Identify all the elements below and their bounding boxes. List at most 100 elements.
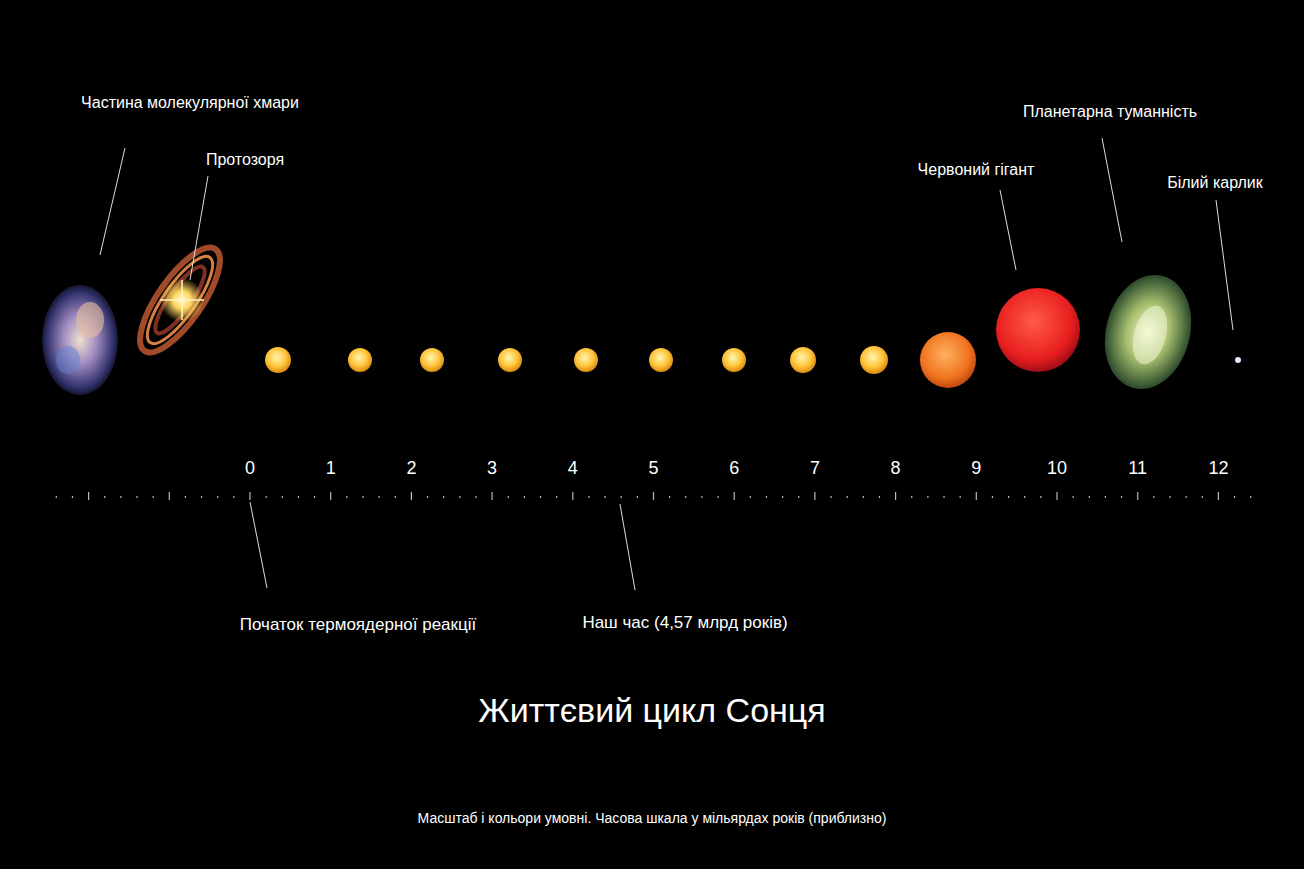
time-axis — [56, 492, 1250, 500]
axis-tick — [830, 496, 831, 498]
axis-tick — [233, 496, 234, 498]
axis-tick — [879, 496, 880, 498]
axis-tick — [798, 496, 799, 498]
axis-tick — [1056, 492, 1057, 500]
axis-tick — [362, 496, 363, 498]
axis-tick — [120, 496, 121, 498]
main-sequence-suns — [265, 346, 888, 374]
axis-tick — [556, 496, 557, 498]
axis-tick — [604, 496, 605, 498]
axis-tick — [1105, 496, 1106, 498]
axis-tick — [1250, 496, 1251, 498]
axis-tick — [411, 492, 412, 500]
axis-tick — [814, 492, 815, 500]
axis-tick — [298, 496, 299, 498]
axis-tick — [653, 492, 654, 500]
axis-tick — [750, 496, 751, 498]
axis-tick — [266, 496, 267, 498]
axis-tick — [976, 492, 977, 500]
axis-tick — [314, 496, 315, 498]
caption: Масштаб і кольори умовні. Часова шкала у… — [418, 810, 887, 826]
axis-number: 4 — [568, 458, 578, 479]
axis-tick — [540, 496, 541, 498]
axis-number: 3 — [487, 458, 497, 479]
axis-tick — [524, 496, 525, 498]
axis-number: 6 — [729, 458, 739, 479]
axis-tick — [443, 496, 444, 498]
axis-tick — [379, 496, 380, 498]
axis-tick — [459, 496, 460, 498]
axis-tick — [911, 496, 912, 498]
stage-label: Частина молекулярної хмари — [81, 94, 299, 112]
axis-tick — [1137, 492, 1138, 500]
axis-tick — [136, 496, 137, 498]
axis-number: 5 — [648, 458, 658, 479]
axis-tick — [427, 496, 428, 498]
axis-tick — [249, 492, 250, 500]
axis-tick — [1202, 496, 1203, 498]
axis-tick — [1186, 496, 1187, 498]
axis-tick — [282, 496, 283, 498]
axis-tick — [1040, 496, 1041, 498]
axis-number: 8 — [891, 458, 901, 479]
axis-tick — [1008, 496, 1009, 498]
axis-tick — [346, 496, 347, 498]
axis-number: 10 — [1047, 458, 1067, 479]
axis-tick — [1089, 496, 1090, 498]
axis-tick — [943, 496, 944, 498]
axis-number: 9 — [971, 458, 981, 479]
axis-number: 2 — [406, 458, 416, 479]
axis-tick — [508, 496, 509, 498]
axis-tick — [492, 492, 493, 500]
white-dwarf — [1235, 357, 1241, 363]
planetary-nebula — [1092, 265, 1203, 399]
axis-tick — [782, 496, 783, 498]
axis-tick — [395, 496, 396, 498]
axis-tick — [217, 496, 218, 498]
axis-tick — [72, 496, 73, 498]
callout-label: Початок термоядерної реакції — [240, 615, 476, 635]
axis-number: 0 — [245, 458, 255, 479]
axis-tick — [475, 496, 476, 498]
axis-tick — [185, 496, 186, 498]
axis-tick — [669, 496, 670, 498]
diagram-title: Життєвий цикл Сонця — [478, 691, 826, 730]
axis-number: 1 — [326, 458, 336, 479]
callout-label: Наш час (4,57 млрд років) — [582, 613, 787, 633]
axis-tick — [1073, 496, 1074, 498]
stage-label: Білий карлик — [1167, 174, 1263, 192]
axis-tick — [330, 492, 331, 500]
leader-lines — [100, 138, 1233, 590]
axis-number: 7 — [810, 458, 820, 479]
axis-tick — [201, 496, 202, 498]
molecular-cloud — [42, 285, 118, 395]
axis-tick — [169, 492, 170, 500]
axis-tick — [1024, 496, 1025, 498]
subgiant — [920, 332, 976, 388]
axis-tick — [88, 492, 89, 500]
axis-tick — [927, 496, 928, 498]
axis-tick — [572, 492, 573, 500]
axis-tick — [734, 492, 735, 500]
axis-number: 12 — [1208, 458, 1228, 479]
axis-tick — [766, 496, 767, 498]
axis-tick — [56, 496, 57, 498]
axis-number: 11 — [1128, 458, 1147, 479]
stage-label: Червоний гігант — [918, 161, 1035, 179]
axis-tick — [992, 496, 993, 498]
axis-tick — [1218, 492, 1219, 500]
protostar — [126, 237, 233, 364]
red-giant — [996, 288, 1080, 372]
axis-tick — [1169, 496, 1170, 498]
axis-tick — [1234, 496, 1235, 498]
axis-tick — [637, 496, 638, 498]
axis-tick — [701, 496, 702, 498]
axis-tick — [685, 496, 686, 498]
stage-label: Планетарна туманність — [1023, 103, 1197, 121]
axis-tick — [960, 496, 961, 498]
axis-tick — [847, 496, 848, 498]
axis-tick — [588, 496, 589, 498]
axis-tick — [621, 496, 622, 498]
